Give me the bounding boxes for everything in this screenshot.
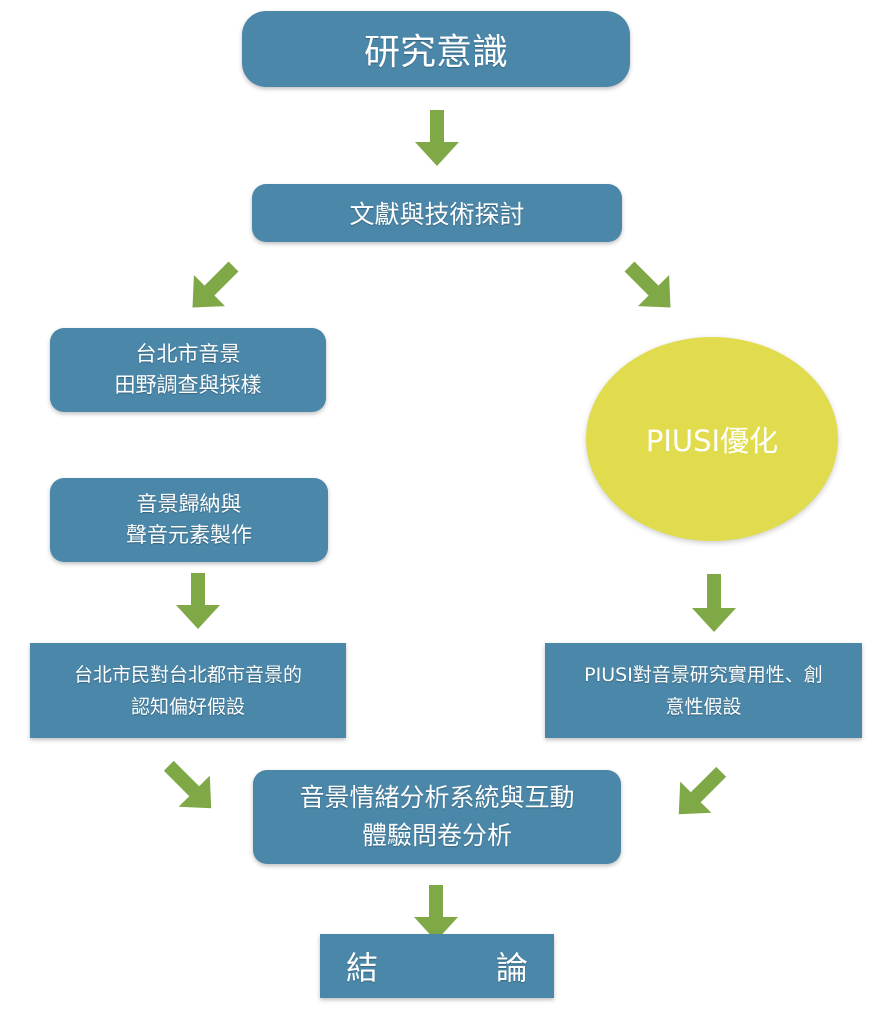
node-sound-induction-line-1: 音景歸納與 — [136, 492, 242, 516]
node-research-awareness-label: 研究意識 — [363, 32, 508, 73]
node-piusi-hypothesis-line-2: 意性假設 — [665, 695, 742, 718]
arrow-analysis-to-conclusion — [414, 885, 458, 941]
node-emotion-analysis-line-2: 體驗問卷分析 — [361, 821, 512, 850]
node-piusi-hypothesis: PIUSI對音景研究實用性、創 意性假設 — [545, 643, 862, 738]
node-fieldwork: 台北市音景 田野調查與採樣 — [50, 328, 326, 412]
node-preference-hypothesis-line-2: 認知偏好假設 — [130, 695, 245, 718]
arrow-induction-to-hypothesis — [176, 573, 220, 629]
node-conclusion-char-2: 論 — [495, 949, 528, 987]
node-literature-review: 文獻與技術探討 — [252, 184, 622, 242]
node-sound-induction: 音景歸納與 聲音元素製作 — [50, 478, 328, 562]
node-conclusion-char-1: 結 — [346, 949, 379, 987]
node-research-awareness: 研究意識 — [242, 11, 630, 87]
node-fieldwork-line-1: 台北市音景 — [135, 342, 241, 366]
arrow-awareness-to-literature — [415, 110, 459, 166]
node-piusi-optimization-label: PIUSI優化 — [645, 424, 779, 458]
node-literature-review-label: 文獻與技術探討 — [349, 200, 525, 229]
node-piusi-optimization: PIUSI優化 — [586, 337, 838, 541]
node-sound-induction-line-2: 聲音元素製作 — [126, 523, 252, 547]
arrow-piusi-to-hypothesis — [692, 574, 736, 632]
node-fieldwork-line-2: 田野調查與採樣 — [114, 373, 262, 397]
arrow-literature-to-piusi — [624, 261, 671, 308]
arrow-hypothesis-to-analysis-left — [163, 760, 212, 809]
node-preference-hypothesis-line-1: 台北市民對台北都市音景的 — [73, 663, 302, 686]
arrow-hypothesis-to-analysis-right — [678, 766, 727, 815]
node-conclusion: 結 論 — [320, 934, 554, 998]
node-emotion-analysis: 音景情緒分析系統與互動 體驗問卷分析 — [253, 770, 621, 864]
arrow-literature-to-fieldwork — [192, 261, 239, 308]
node-emotion-analysis-line-1: 音景情緒分析系統與互動 — [299, 783, 575, 812]
node-piusi-hypothesis-line-1: PIUSI對音景研究實用性、創 — [584, 663, 823, 686]
node-preference-hypothesis: 台北市民對台北都市音景的 認知偏好假設 — [30, 643, 346, 738]
